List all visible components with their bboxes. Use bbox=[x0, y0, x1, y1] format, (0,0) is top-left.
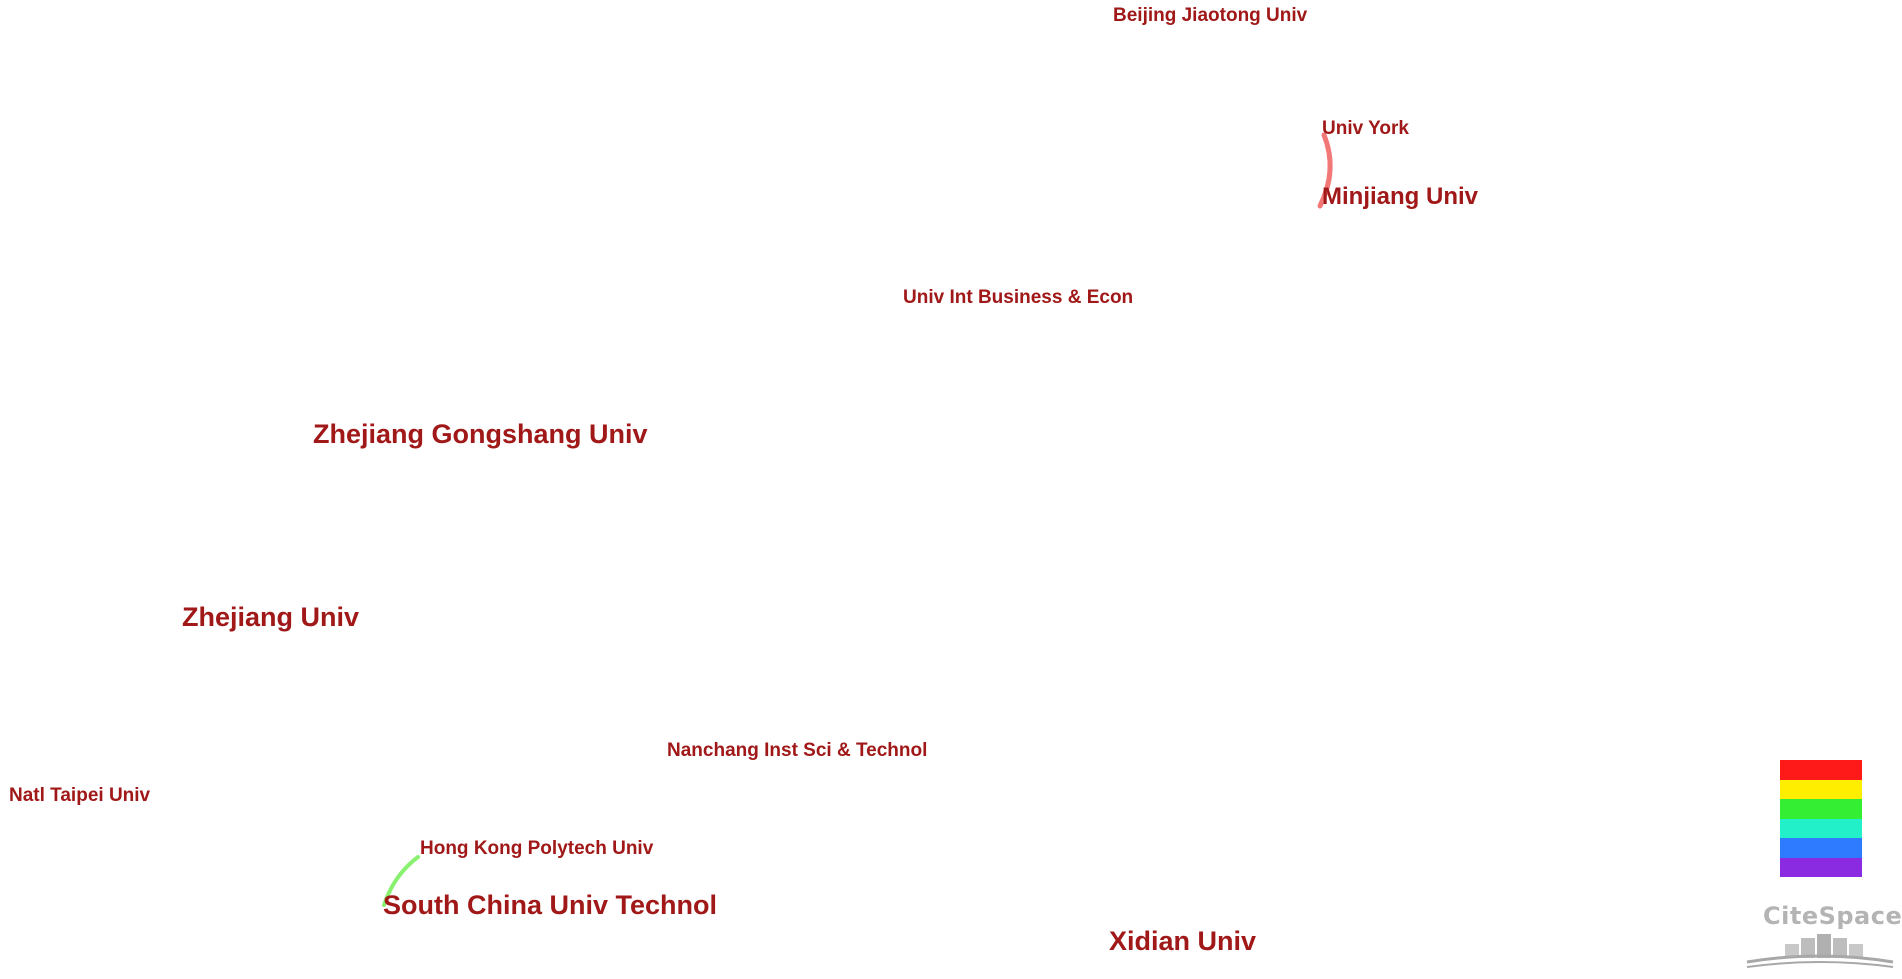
node-label-nanchang[interactable]: Nanchang Inst Sci & Technol bbox=[667, 740, 928, 761]
legend-band-1 bbox=[1780, 779, 1862, 799]
legend-band-3 bbox=[1780, 818, 1862, 838]
node-label-univ-york[interactable]: Univ York bbox=[1322, 118, 1409, 139]
node-label-hk-polytech[interactable]: Hong Kong Polytech Univ bbox=[420, 838, 654, 859]
time-color-legend bbox=[1780, 760, 1862, 877]
legend-band-0 bbox=[1780, 760, 1862, 780]
link-univ-york-minjiang-univ bbox=[1317, 132, 1333, 209]
node-label-zhejiang[interactable]: Zhejiang Univ bbox=[182, 602, 360, 632]
node-label-natl-taipei[interactable]: Natl Taipei Univ bbox=[9, 785, 151, 806]
node-label-uibe[interactable]: Univ Int Business & Econ bbox=[903, 287, 1134, 308]
citespace-logo-text: CiteSpace bbox=[1763, 902, 1902, 930]
citespace-logo-graphic bbox=[1746, 934, 1894, 968]
node-label-beijing-jiaotong[interactable]: Beijing Jiaotong Univ bbox=[1113, 5, 1308, 26]
node-label-zhejiang-gongshang[interactable]: Zhejiang Gongshang Univ bbox=[313, 419, 648, 449]
link-hk-polytech-scut bbox=[382, 855, 420, 907]
legend-band-5 bbox=[1780, 857, 1862, 877]
citespace-logo: CiteSpace bbox=[1745, 902, 1902, 972]
node-label-xidian[interactable]: Xidian Univ bbox=[1109, 926, 1257, 956]
node-label-minjiang[interactable]: Minjiang Univ bbox=[1322, 183, 1478, 210]
node-label-scut[interactable]: South China Univ Technol bbox=[383, 890, 717, 920]
legend-band-2 bbox=[1780, 799, 1862, 819]
legend-band-4 bbox=[1780, 838, 1862, 858]
